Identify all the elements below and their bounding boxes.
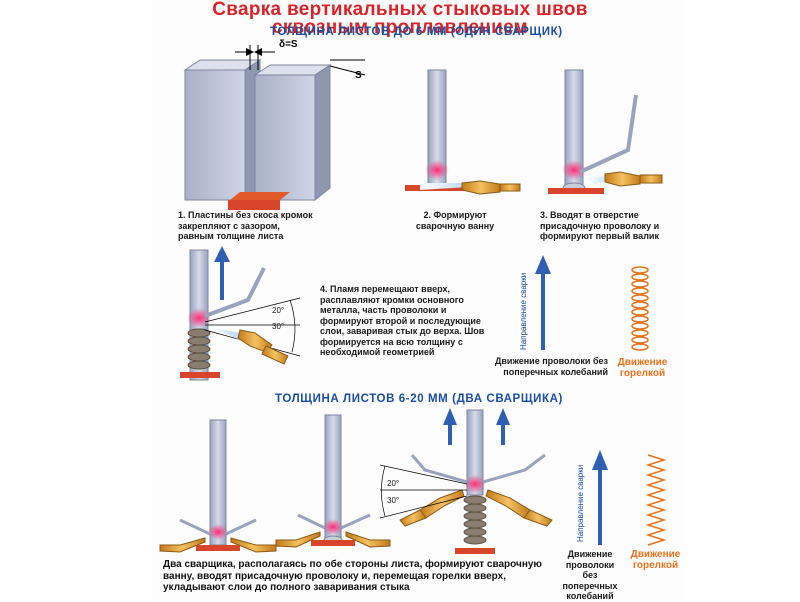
- angle-20-label: 20°: [272, 306, 284, 315]
- angle-20-label-2: 20°: [387, 479, 399, 488]
- weld-direction-arrow-1: [535, 255, 551, 350]
- plates-block-illustration: [185, 45, 365, 210]
- step4-caption: 4. Пламя перемещают вверх, расплавляют к…: [320, 284, 485, 358]
- wire-motion-label-1: Движение проволоки без поперечных колеба…: [478, 356, 608, 377]
- section-title-2: ТОЛЩИНА ЛИСТОВ 6-20 ММ (ДВА СВАРЩИКА): [275, 393, 563, 405]
- thickness-dimension-label: S: [355, 70, 362, 81]
- step2-caption: 2. Формируют сварочную ванну: [410, 210, 500, 231]
- torch-motion-label-2: Движение горелкой: [628, 549, 683, 571]
- two-welders-step1: [160, 420, 276, 552]
- bottom-description: Два сварщика, располагаясь по обе сторон…: [163, 559, 563, 594]
- angle-30-label-2: 30°: [387, 496, 399, 505]
- two-welders-step2: [276, 415, 390, 547]
- weld-direction-arrow-2: [592, 450, 608, 545]
- torch-spiral-1: [632, 267, 648, 350]
- torch-zigzag-2: [648, 455, 664, 545]
- step2-illustration: [405, 70, 520, 194]
- two-welders-step3: [380, 408, 552, 554]
- weld-direction-label-2: Направление сварки: [576, 465, 585, 542]
- step3-caption: 3. Вводят в отверстие присадочную провол…: [540, 210, 660, 242]
- torch-motion-label-1: Движение горелкой: [615, 357, 670, 379]
- angle-30-label: 30°: [272, 322, 284, 331]
- wire-motion-label-2: Движение проволоки без поперечных колеба…: [560, 549, 620, 602]
- step1-caption: 1. Пластины без скоса кромок закрепляют …: [178, 210, 318, 242]
- gap-dimension-label: δ=S: [279, 39, 298, 50]
- weld-direction-label-1: Направление сварки: [519, 273, 528, 350]
- step3-illustration: [548, 70, 662, 194]
